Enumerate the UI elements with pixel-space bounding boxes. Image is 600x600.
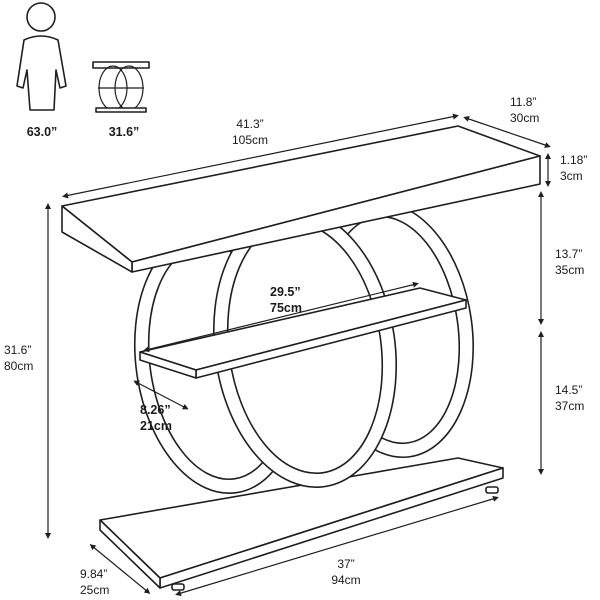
dim-line-base-width bbox=[175, 495, 499, 597]
person-height-label: 63.0” bbox=[27, 125, 58, 139]
dim-line-base-depth bbox=[89, 544, 151, 594]
top-depth-inches: 11.8” bbox=[510, 95, 536, 109]
base-depth-cm: 25cm bbox=[80, 583, 109, 597]
top-depth-cm: 30cm bbox=[510, 111, 539, 125]
top-width-cm: 105cm bbox=[232, 133, 268, 147]
upper-height-inches: 13.7” bbox=[555, 247, 582, 261]
dim-line-top-width bbox=[62, 113, 459, 199]
lower-height-cm: 37cm bbox=[555, 399, 584, 413]
total-height-inches: 31.6” bbox=[4, 343, 31, 357]
base-width-inches: 37” bbox=[337, 557, 354, 571]
top-thickness-inches: 1.18” bbox=[560, 153, 587, 167]
person-silhouette-icon bbox=[16, 2, 67, 111]
thumbnail-height-label: 31.6” bbox=[109, 125, 140, 139]
dim-line-top-depth bbox=[463, 116, 551, 148]
upper-height-cm: 35cm bbox=[555, 263, 584, 277]
shelf-width-inches: 29.5” bbox=[270, 285, 301, 299]
lower-height-inches: 14.5” bbox=[555, 383, 582, 397]
total-height-cm: 80cm bbox=[4, 359, 33, 373]
top-thickness-cm: 3cm bbox=[560, 169, 583, 183]
top-width-inches: 41.3” bbox=[236, 117, 263, 131]
base-width-cm: 94cm bbox=[331, 573, 360, 587]
base-depth-inches: 9.84” bbox=[80, 567, 107, 581]
shelf-depth-cm: 21cm bbox=[140, 419, 172, 433]
dim-line-shelf-depth bbox=[133, 380, 189, 410]
dim-line-shelf-width bbox=[143, 281, 419, 353]
shelf-width-cm: 75cm bbox=[270, 301, 302, 315]
shelf-depth-inches: 8.26” bbox=[140, 403, 171, 417]
console-table-drawing bbox=[61, 125, 541, 591]
console-table-thumbnail-icon bbox=[92, 61, 150, 113]
